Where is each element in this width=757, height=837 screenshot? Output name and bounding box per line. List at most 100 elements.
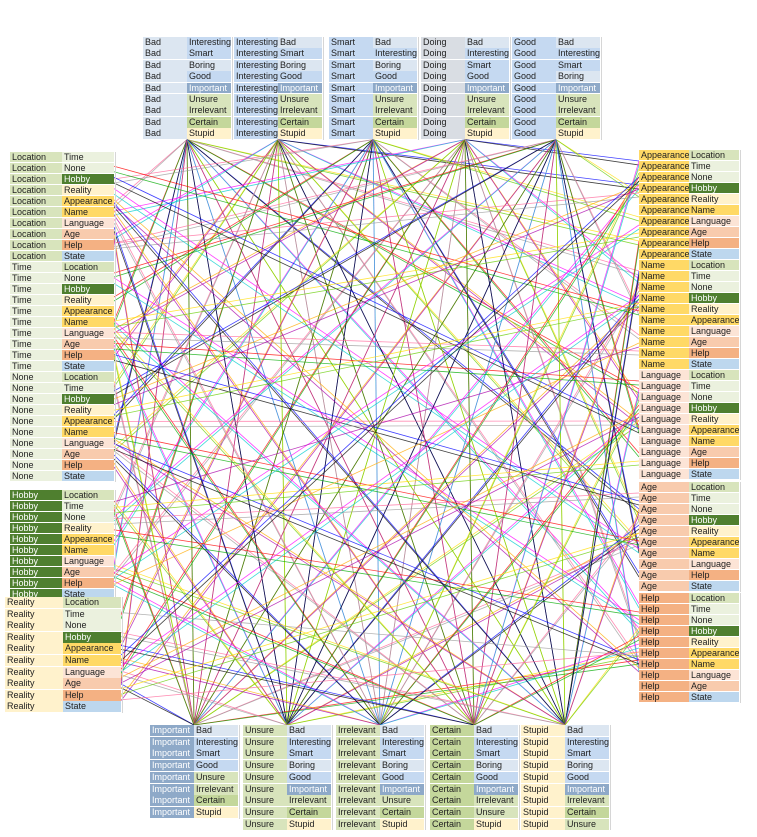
word-cell: Hobby <box>10 501 62 512</box>
word-cell: Stupid <box>187 128 231 139</box>
connection-line <box>564 244 640 726</box>
word-cell: Important <box>150 806 194 818</box>
connection-line <box>113 446 475 726</box>
connection-line <box>113 222 381 726</box>
word-cell: Age <box>689 337 739 348</box>
word-cell: Hobby <box>689 626 739 637</box>
connection-line <box>120 661 381 726</box>
connection-line <box>113 188 640 550</box>
word-cell: Stupid <box>380 818 424 830</box>
word-cell: Good <box>512 48 556 60</box>
word-cell: State <box>689 581 739 592</box>
word-cell: Time <box>63 608 121 620</box>
word-cell: Interesting <box>234 59 278 71</box>
connection-line <box>286 412 640 726</box>
word-cell: Location <box>10 251 62 262</box>
word-cell: Interesting <box>234 82 278 94</box>
word-cell: Age <box>639 559 689 570</box>
word-cell: Age <box>62 567 114 578</box>
word-cell: Important <box>565 783 609 795</box>
word-cell: Bad <box>143 48 187 60</box>
word-cell: Unsure <box>243 795 287 807</box>
word-cell: Time <box>62 501 114 512</box>
word-cell: Unsure <box>556 94 600 105</box>
word-cell: Irrelevant <box>336 806 380 818</box>
word-cell: Unsure <box>465 94 509 105</box>
word-cell: Reality <box>5 678 63 690</box>
connection-line <box>113 206 566 726</box>
word-cell: Important <box>150 736 194 748</box>
word-cell: Stupid <box>287 818 331 830</box>
word-cell: Certain <box>565 806 609 818</box>
word-cell: Bad <box>565 725 609 737</box>
connection-line <box>113 139 279 240</box>
word-cell: Bad <box>465 37 509 48</box>
word-cell: Reality <box>689 526 739 537</box>
word-cell: Help <box>62 350 114 361</box>
word-cell: Unsure <box>187 94 231 105</box>
word-cell: Time <box>10 361 62 372</box>
word-cell: Name <box>639 293 689 304</box>
connection-line <box>286 180 640 726</box>
word-cell: Reality <box>689 304 739 315</box>
word-table-good <box>512 37 602 140</box>
connection-line <box>120 139 279 620</box>
word-cell: Hobby <box>62 394 114 405</box>
word-table-doing <box>421 37 511 140</box>
connection-line <box>113 224 640 574</box>
word-cell: Certain <box>465 116 509 128</box>
connection-line <box>113 572 475 726</box>
word-cell: Name <box>639 304 689 315</box>
word-cell: Interesting <box>556 48 600 60</box>
connection-line <box>113 232 640 322</box>
connection-line <box>113 188 640 405</box>
connection-line <box>277 139 288 726</box>
connection-line <box>193 302 640 726</box>
word-cell: Certain <box>430 725 474 737</box>
word-cell: Age <box>62 449 114 460</box>
word-cell: Time <box>689 493 739 504</box>
connection-line <box>113 139 279 236</box>
connection-line <box>113 306 640 417</box>
word-cell: Stupid <box>521 771 565 783</box>
word-cell: Help <box>62 460 114 471</box>
word-cell: State <box>62 361 114 372</box>
word-cell: Important <box>474 783 518 795</box>
connection-line <box>120 536 640 695</box>
word-cell: Appearance <box>639 227 689 238</box>
word-cell: Certain <box>373 116 417 128</box>
word-cell: Hobby <box>62 174 114 185</box>
connection-line <box>113 424 640 428</box>
word-cell: Language <box>62 556 114 567</box>
word-cell: Smart <box>380 748 424 760</box>
word-cell: Reality <box>689 637 739 648</box>
word-cell: State <box>62 471 114 482</box>
word-cell: Reality <box>5 631 63 643</box>
word-cell: Appearance <box>689 537 739 548</box>
connection-line <box>120 416 640 684</box>
word-cell: Stupid <box>521 783 565 795</box>
word-cell: Important <box>150 771 194 783</box>
word-cell: Certain <box>430 771 474 783</box>
word-cell: Certain <box>430 760 474 772</box>
word-cell: Language <box>639 381 689 392</box>
connection-line <box>113 356 195 726</box>
word-cell: State <box>689 249 739 260</box>
word-cell: Appearance <box>639 249 689 260</box>
word-cell: Reality <box>5 643 63 655</box>
word-cell: Hobby <box>689 183 739 194</box>
word-cell: Name <box>62 317 114 328</box>
connection-line <box>113 139 188 204</box>
word-cell: Help <box>639 593 689 604</box>
word-cell: Doing <box>421 59 465 71</box>
word-cell: None <box>10 394 62 405</box>
connection-line <box>113 205 640 673</box>
word-cell: Location <box>689 482 739 493</box>
word-cell: Name <box>639 271 689 282</box>
word-cell: Interesting <box>380 736 424 748</box>
word-table-interesting <box>234 37 324 140</box>
connection-line <box>113 202 566 726</box>
word-table-stupid <box>521 725 611 831</box>
word-cell: Time <box>689 604 739 615</box>
word-table-bad <box>143 37 233 140</box>
